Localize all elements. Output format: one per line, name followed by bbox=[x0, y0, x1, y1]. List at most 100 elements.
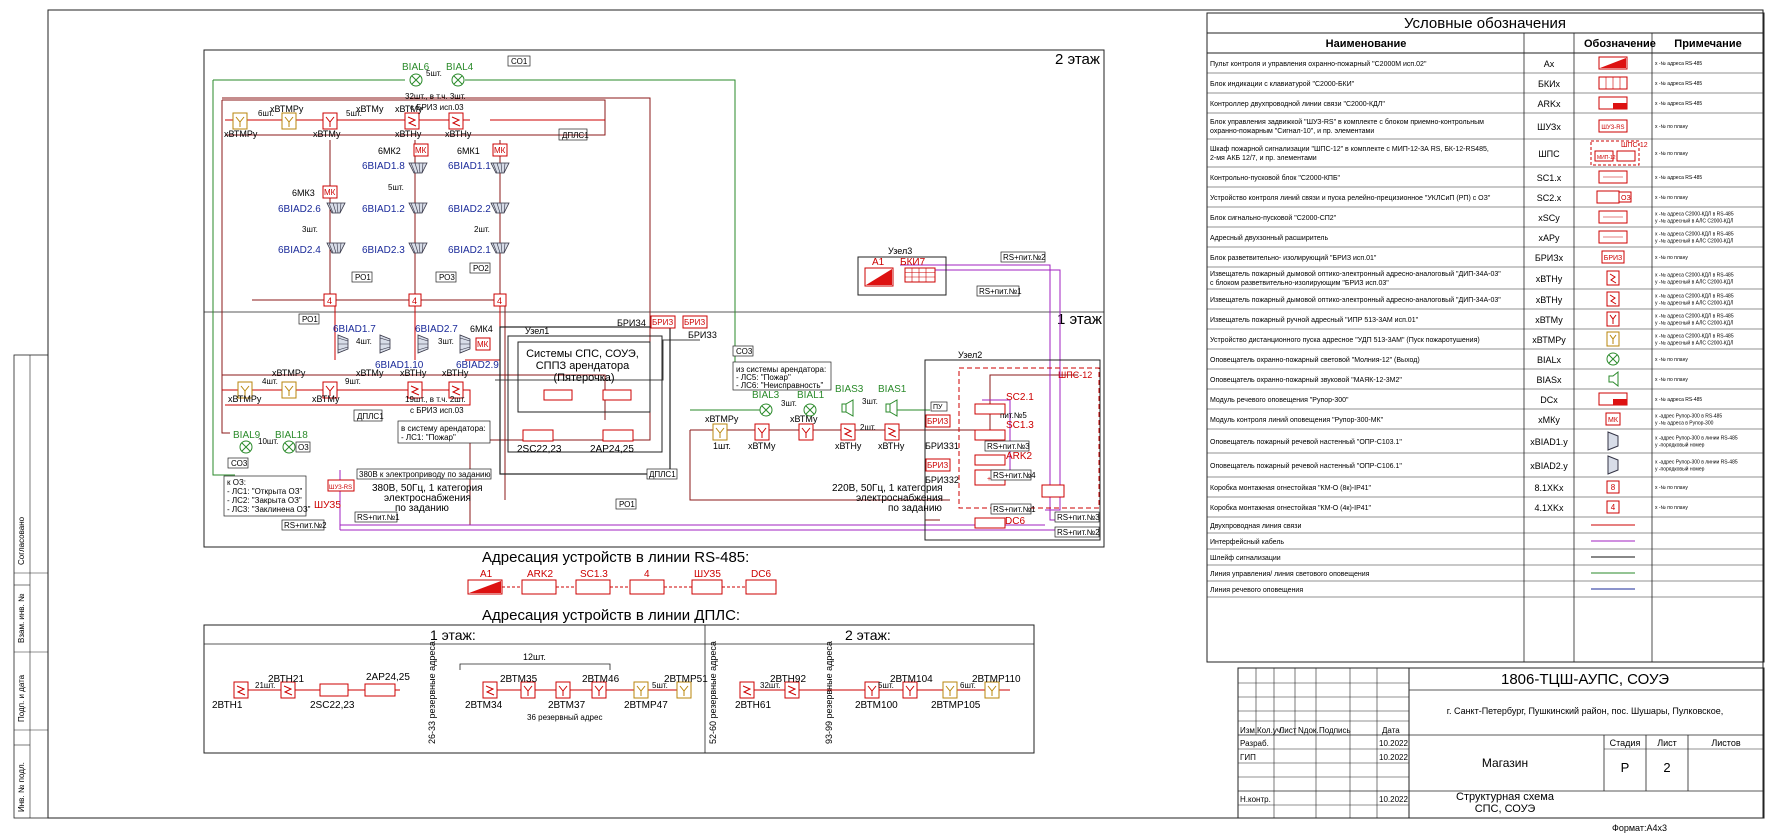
stamp-col-date: Дата bbox=[1382, 726, 1400, 735]
legend-row: Интерфейсный кабель bbox=[1207, 538, 1764, 550]
dpls-f2-2vtn92: 2ВТН92 bbox=[770, 674, 806, 685]
dpls-f1-reserve: 26-33 резервные адреса bbox=[427, 641, 437, 744]
legend-row-name: Устройство дистанционного пуска адресное… bbox=[1210, 336, 1480, 344]
legend-row: Модуль контроля линий оповещения "Рупор-… bbox=[1207, 412, 1764, 430]
label-uzel1: Узел1 bbox=[525, 326, 549, 336]
label-ls2-closed: - ЛС2: "Закрыта ОЗ" bbox=[227, 496, 302, 505]
legend-row-name: Шкаф пожарной сигнализации "ШПС-12" в ко… bbox=[1210, 145, 1489, 162]
legend-symbol: 8 bbox=[1606, 480, 1620, 494]
side-stamp-signature: Подп. и дата bbox=[17, 674, 26, 722]
label-xvtmu-lower: xВТМу bbox=[356, 368, 384, 378]
label-qty-4b: 4шт. bbox=[262, 377, 278, 386]
stamp-sheet-title-2: СПС, СОУЭ bbox=[1475, 803, 1536, 815]
legend-row-note: x -№ по плану bbox=[1655, 124, 1688, 130]
dpls-f2-reserve-b: 93-99 резервные адреса bbox=[824, 641, 834, 744]
legend-row-name: Блок управления задвижкой "ШУЗ-RS" в ком… bbox=[1210, 118, 1484, 135]
label-biad22: 6BIAD2.2 bbox=[448, 204, 491, 215]
label-power-220b: электроснабжения bbox=[856, 492, 943, 504]
stamp-sheets-label: Листов bbox=[1711, 738, 1740, 748]
label-box4-c: 4 bbox=[497, 296, 502, 306]
legend-row-name: Оповещатель пожарный речевой настенный "… bbox=[1210, 438, 1402, 446]
legend-row-code: 4.1XKx bbox=[1534, 503, 1564, 513]
rs485-addressing: Адресация устройств в линии RS-485: A1 A… bbox=[467, 549, 777, 595]
legend-symbol bbox=[1606, 352, 1620, 366]
label-xvtnu-mid: xВТНу bbox=[835, 441, 862, 451]
stamp-sheet-label: Лист bbox=[1657, 738, 1677, 748]
rs485-item-shuz5: ШУЗ5 bbox=[694, 569, 721, 580]
dpls-f1-2vtmr51: 2ВТМР51 bbox=[664, 674, 708, 685]
label-xvtnu-top: xВТНу bbox=[395, 129, 422, 139]
legend-symbol bbox=[1608, 370, 1619, 388]
stamp-date3: 10.2022 bbox=[1379, 795, 1408, 804]
label-note-19: 19шт., в т.ч. 2шт. bbox=[405, 395, 466, 404]
label-rs-pit2-top: RS+пит.№2 bbox=[1003, 253, 1046, 262]
label-rs-pit1-top: RS+пит.№1 bbox=[979, 287, 1022, 296]
dpls-f1-5: 5шт. bbox=[652, 681, 668, 690]
label-xvtnu-top2: xВТНу bbox=[445, 129, 472, 139]
legend-row: Оповещатель охранно-пожарный звуковой "М… bbox=[1207, 370, 1764, 390]
floor-1-label: 1 этаж bbox=[1057, 311, 1102, 328]
legend-row-note: x -№ адреса RS-485 bbox=[1655, 397, 1702, 403]
label-pu: ПУ bbox=[933, 404, 943, 411]
legend-row: Коробка монтажная огнестойкая "КМ-О (4к)… bbox=[1207, 500, 1764, 518]
rs485-item-a1: A1 bbox=[480, 569, 493, 580]
legend-row-name: Устройство контроля линий связи и пуска … bbox=[1210, 194, 1491, 202]
rs485-title: Адресация устройств в линии RS-485: bbox=[482, 549, 749, 566]
legend-row-code: БРИЗx bbox=[1535, 253, 1564, 263]
label-bial4: BIAL4 bbox=[446, 62, 474, 73]
label-mk-4: МК bbox=[477, 340, 489, 349]
label-power-220: 220В, 50Гц, 1 категория bbox=[832, 483, 943, 494]
legend-row-note: x -№ по плану bbox=[1655, 485, 1688, 491]
dpls-f2-2vtn61: 2ВТН61 bbox=[735, 700, 771, 711]
label-xvtmpu-lower-left: xВТМРу bbox=[228, 394, 262, 404]
legend-symbol bbox=[1606, 311, 1620, 327]
dpls-f1-12: 12шт. bbox=[523, 652, 546, 662]
stamp-stage-label: Стадия bbox=[1610, 738, 1641, 748]
legend-row-name: Шлейф сигнализации bbox=[1210, 554, 1281, 562]
label-box4-a: 4 bbox=[327, 296, 332, 306]
rs485-item-dc6: DC6 bbox=[751, 569, 771, 580]
dpls-f1-2ap24: 2АР24,25 bbox=[366, 672, 410, 683]
label-sc21: SC2.1 bbox=[1006, 392, 1034, 403]
legend-row-name: Интерфейсный кабель bbox=[1210, 538, 1284, 546]
dpls-addressing: Адресация устройств в линии ДПЛС: 1 этаж… bbox=[203, 607, 1035, 754]
rs485-item-4: 4 bbox=[644, 569, 650, 580]
label-qty-xvtmp-6: 6шт. bbox=[258, 109, 274, 118]
legend-row: Блок разветвительно- изолирующий "БРИЗ и… bbox=[1207, 250, 1764, 268]
label-biad24: 6BIAD2.4 bbox=[278, 245, 321, 256]
label-shuz5: ШУЗ5 bbox=[314, 500, 341, 511]
legend-row: Шкаф пожарной сигнализации "ШПС-12" в ко… bbox=[1207, 140, 1764, 168]
title-block: 1806-ТЦШ-АУПС, СОУЭ г. Санкт-Петербург, … bbox=[1237, 667, 1765, 833]
stamp-gip: ГИП bbox=[1240, 753, 1256, 762]
side-stamp-inventory: Инв. № подл. bbox=[17, 762, 26, 812]
label-rs-pit2-right: RS+пит.№2 bbox=[1057, 528, 1100, 537]
label-po3: РО3 bbox=[439, 273, 455, 282]
legend-symbol: ОЗ bbox=[1596, 190, 1632, 204]
legend-row-name: Извещатель пожарный дымовой оптико-элект… bbox=[1210, 296, 1501, 304]
legend-row: Двухпроводная линия связи bbox=[1207, 523, 1764, 534]
label-pit5: пит.№5 bbox=[1000, 411, 1027, 420]
legend-row-code: BIALx bbox=[1537, 355, 1562, 365]
legend-row-note: x -№ по плану bbox=[1655, 255, 1688, 261]
label-xvtmu-bottom: xВТМу bbox=[313, 129, 341, 139]
legend-row: Коробка монтажная огнестойкая "КМ-О (8к)… bbox=[1207, 480, 1764, 498]
label-co3: СО3 bbox=[231, 459, 248, 468]
label-qty-3-lower: 3шт. bbox=[438, 337, 454, 346]
stamp-col-list: Лист bbox=[1279, 726, 1297, 735]
label-6mk4: 6МК4 bbox=[470, 324, 493, 334]
label-qty-4: 4шт. bbox=[356, 337, 372, 346]
label-6mk3: 6МК3 bbox=[292, 188, 315, 198]
legend-row-name: Извещатель пожарный ручной адресный "ИПР… bbox=[1210, 316, 1419, 324]
legend-row-code: Ax bbox=[1544, 59, 1555, 69]
label-briz31-box: БРИЗ bbox=[927, 417, 948, 426]
stamp-col-kol: Кол.уч. bbox=[1257, 726, 1283, 735]
legend-row-name: Контроллер двухпроводной линии связи "С2… bbox=[1210, 100, 1385, 108]
legend-row-note: x -№ по плану bbox=[1655, 377, 1688, 383]
label-bial6: BIAL6 bbox=[402, 62, 430, 73]
dpls-f2-2vtm100: 2ВТМ100 bbox=[855, 700, 898, 711]
label-uzel2: Узел2 bbox=[958, 350, 982, 360]
label-dpls1-mid: ДПЛС1 bbox=[649, 470, 676, 479]
